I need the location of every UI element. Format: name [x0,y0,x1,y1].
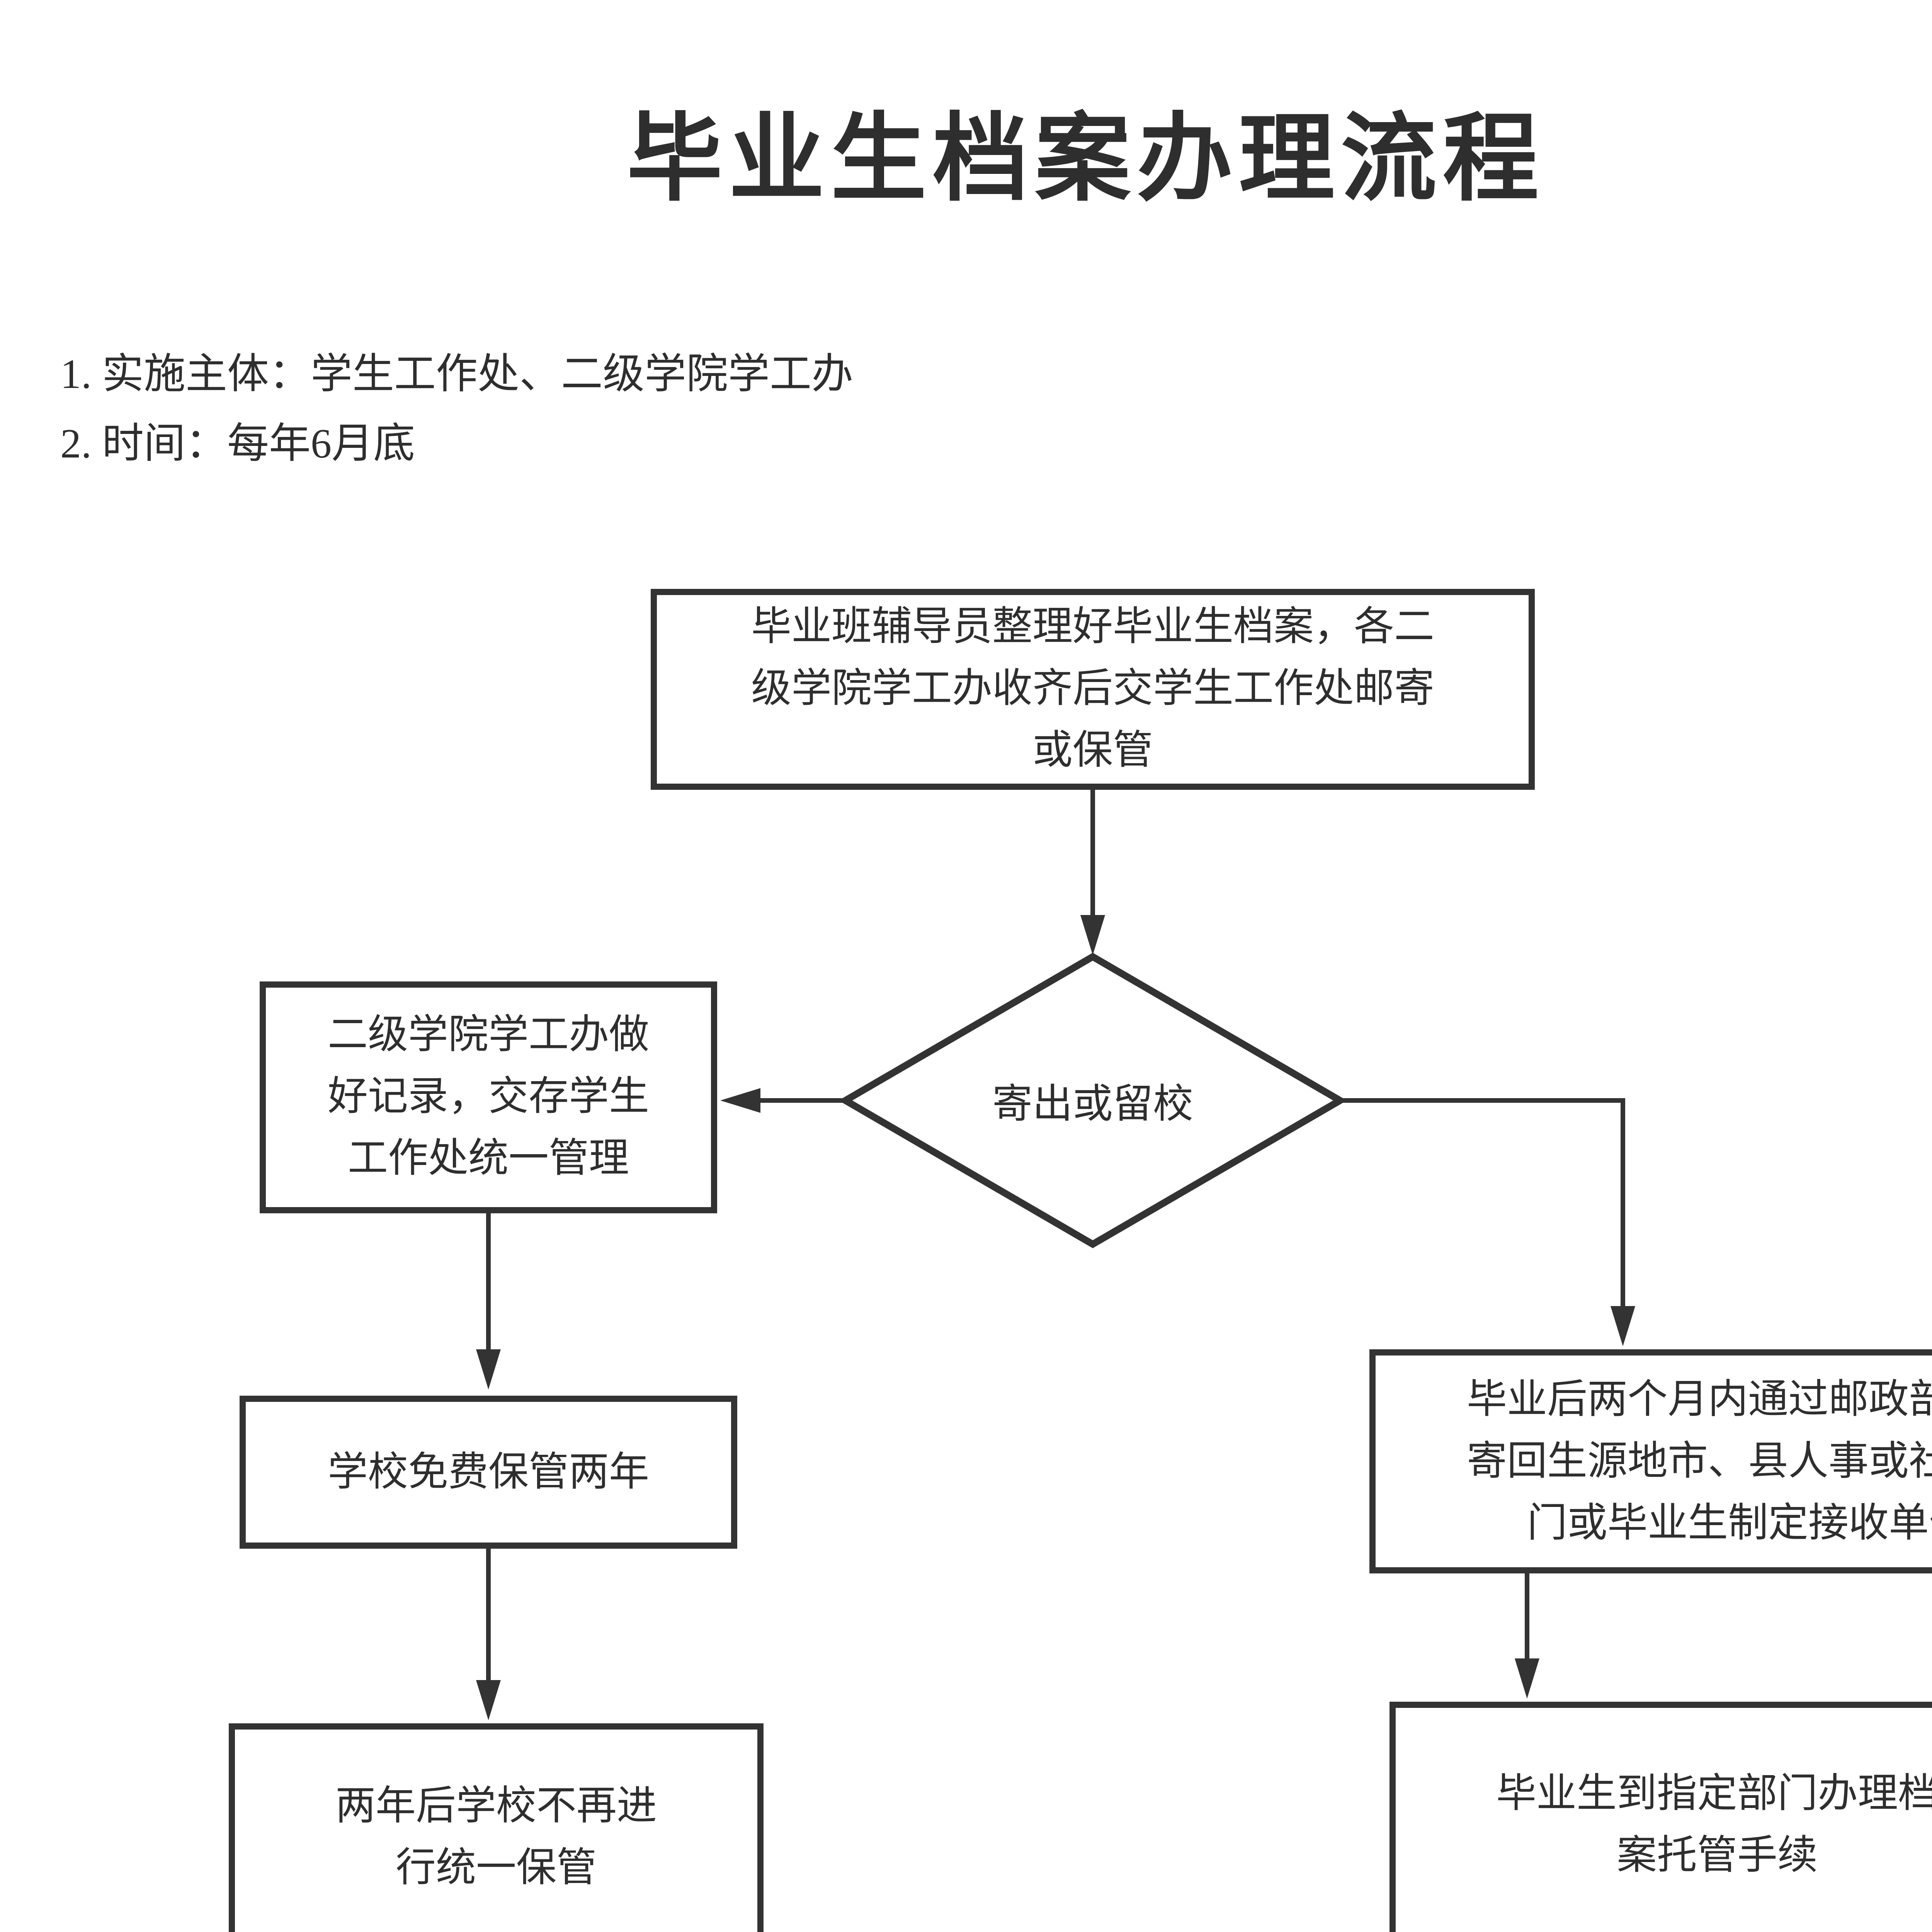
note-time: 2. 时间：每年6月底 [60,420,415,467]
arrow-record-to-keep-head [476,1349,501,1389]
arrow-start-to-decision-head [1080,915,1105,955]
arrow-decision-to-record-head [720,1088,760,1113]
page-title: 毕业生档案办理流程 [626,108,1545,213]
flow-node-stop-keep: 两年后学校不再进 行统一保管 [229,1723,764,1932]
notes-block: 1. 实施主体：学生工作处、二级学院学工办 2. 时间：每年6月底 [60,340,853,479]
flow-node-start: 毕业班辅导员整理好毕业生档案，各二 级学院学工办收齐后交学生工作处邮寄 或保管 [651,589,1535,790]
decision-diamond-label: 寄出或留校 [992,1081,1193,1126]
flow-node-deposit: 毕业生到指定部门办理档 案托管手续 [1389,1702,1932,1932]
flow-node-keep: 学校免费保管两年 [240,1396,737,1549]
arrow-mail-to-deposit-head [1515,1658,1539,1699]
note-implementer: 1. 实施主体：学生工作处、二级学院学工办 [60,351,853,397]
arrow-keep-to-stopkeep-head [476,1680,501,1720]
flow-node-mail: 毕业后两个月内通过邮政部门邮 寄回生源地市、县人事或社保部 门或毕业生制定接收单… [1369,1349,1932,1573]
decision-diamond-shape [838,952,1347,1248]
arrow-decision-to-mail-line [1340,1098,1625,1312]
arrow-decision-to-mail-head [1611,1306,1635,1346]
flow-node-record: 二级学院学工办做 好记录，交存学生 工作处统一管理 [260,981,717,1213]
